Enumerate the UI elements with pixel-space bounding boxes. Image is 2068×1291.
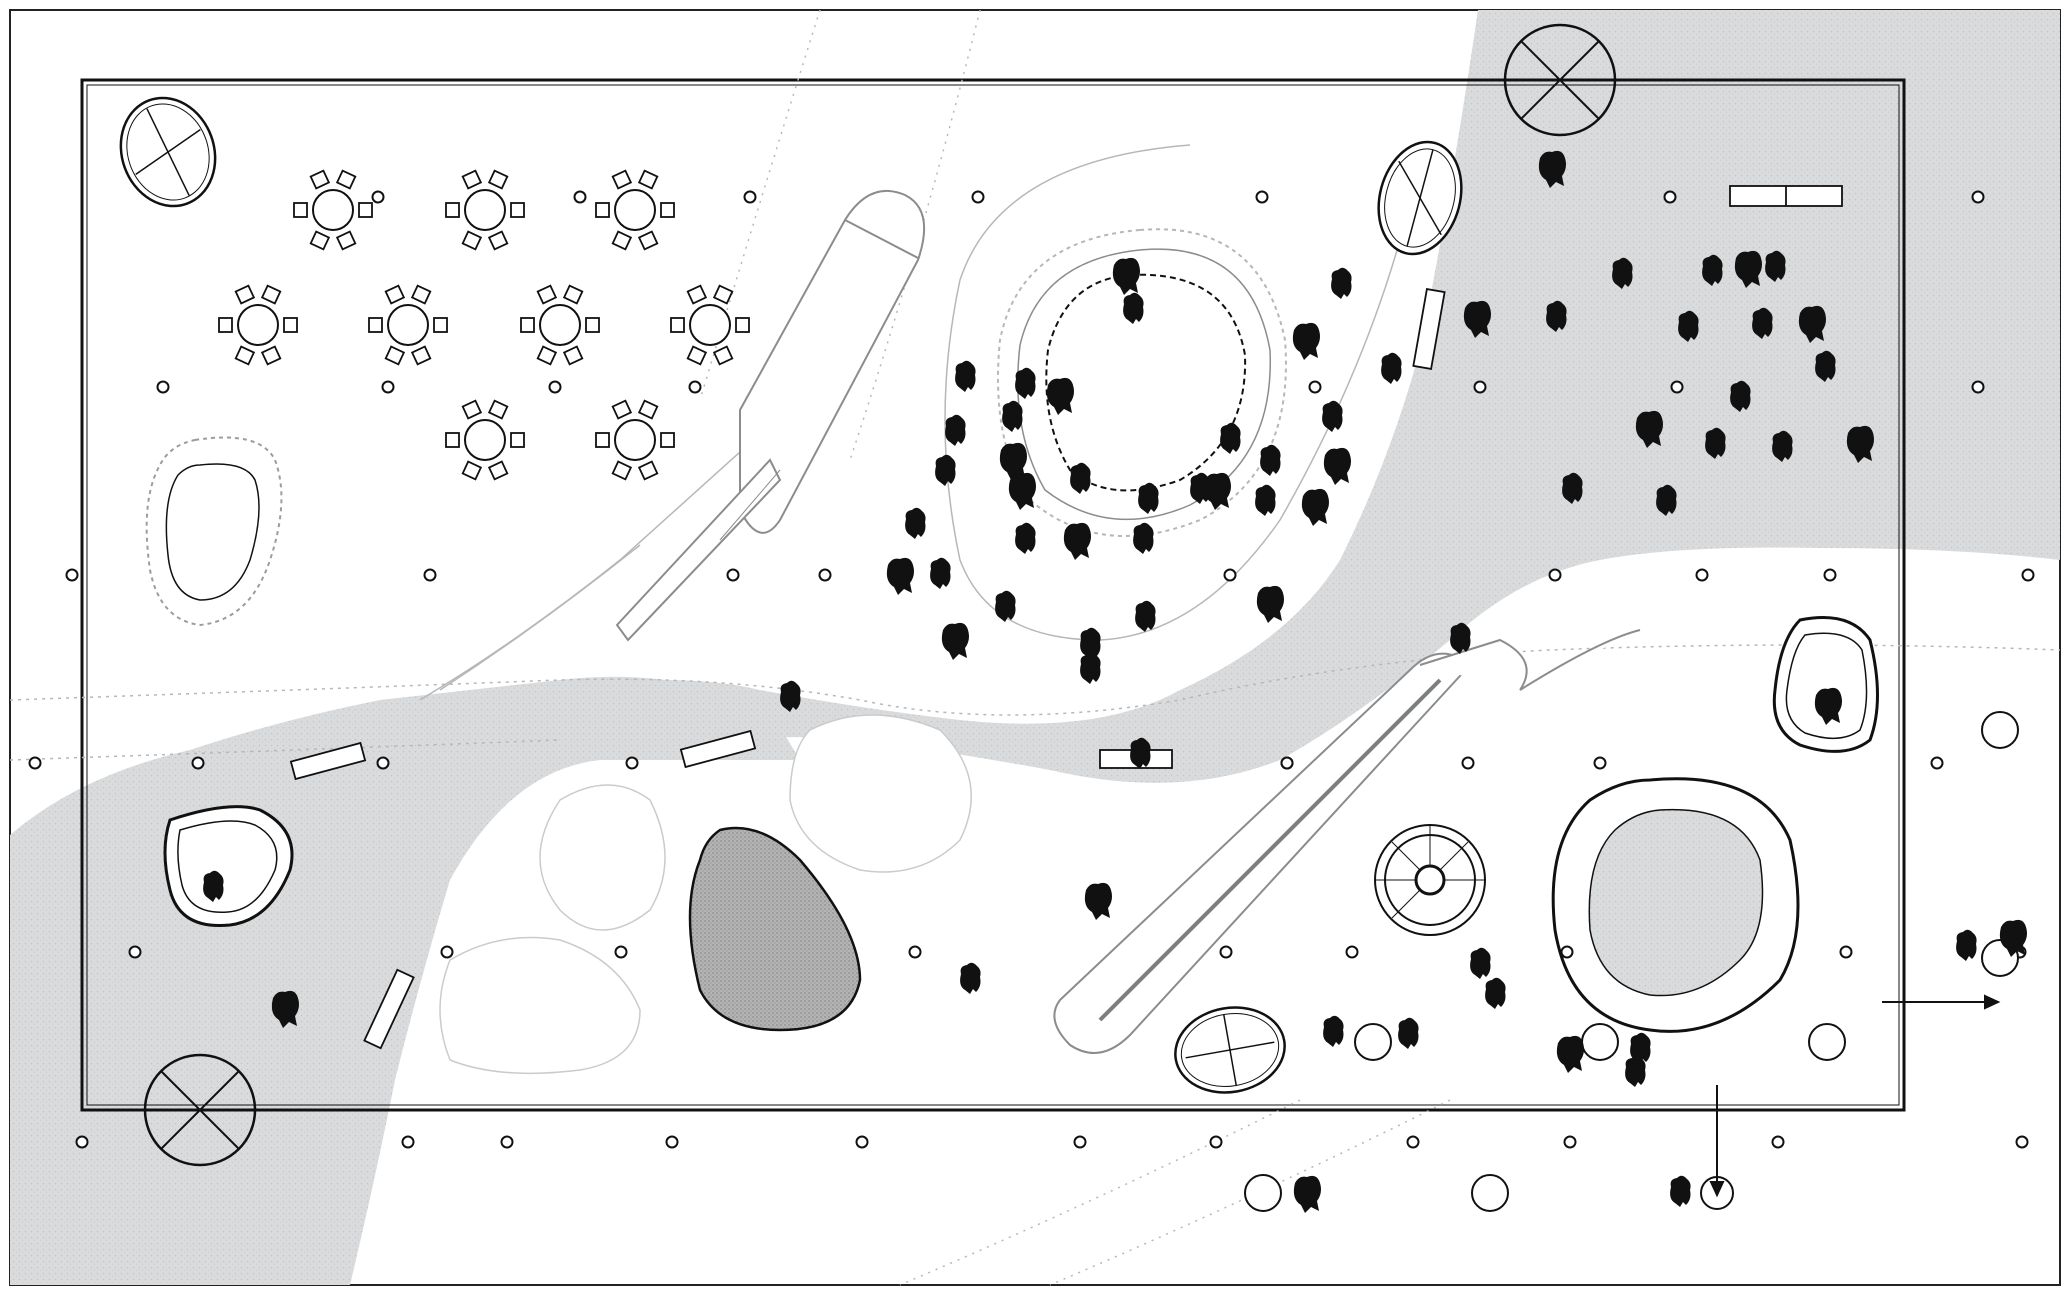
column-marker	[65, 568, 79, 582]
entrance-arrows	[1709, 994, 2001, 1198]
ramp-upper	[615, 190, 926, 642]
column-marker	[665, 1135, 679, 1149]
seating-pods	[145, 436, 1879, 928]
round-planter	[1808, 1023, 1846, 1061]
column-marker	[688, 380, 702, 394]
round-planter	[1354, 1023, 1392, 1061]
column-marker	[908, 945, 922, 959]
column-marker	[371, 190, 385, 204]
column-marker	[1223, 568, 1237, 582]
column-marker	[128, 945, 142, 959]
sunken-pool	[1551, 777, 1800, 1033]
column-marker	[1695, 568, 1709, 582]
blob-left	[539, 784, 666, 931]
column-marker	[1823, 568, 1837, 582]
column-marker	[2021, 568, 2035, 582]
hatch-zone-upper-right	[660, 10, 2060, 783]
column-marker	[1473, 380, 1487, 394]
column-marker	[1563, 1135, 1577, 1149]
round-planter	[1981, 711, 2019, 749]
soft-blobs	[439, 714, 972, 1075]
tree-canopy-outline	[1504, 24, 1616, 136]
column-marker	[855, 1135, 869, 1149]
central-seating-ring	[997, 228, 1287, 537]
column-marker	[1663, 190, 1677, 204]
column-marker	[28, 756, 42, 770]
column-marker	[1670, 380, 1684, 394]
pod-right-inner	[1785, 632, 1868, 739]
column-marker	[1560, 945, 1574, 959]
column-marker	[423, 568, 437, 582]
column-marker	[1073, 1135, 1087, 1149]
column-marker	[726, 568, 740, 582]
column-marker	[1406, 1135, 1420, 1149]
column-marker	[743, 190, 757, 204]
building-outline	[80, 78, 1906, 1112]
column-marker	[548, 380, 562, 394]
pod-left-inner	[177, 820, 278, 913]
round-planter	[1471, 1174, 1509, 1212]
column-marker	[381, 380, 395, 394]
round-planter	[1581, 1023, 1619, 1061]
blob-low	[439, 936, 641, 1075]
column-marker	[1839, 945, 1853, 959]
column-marker	[1209, 1135, 1223, 1149]
column-marker	[818, 568, 832, 582]
column-marker	[971, 190, 985, 204]
column-marker	[376, 756, 390, 770]
column-marker	[1308, 380, 1322, 394]
column-marker	[191, 756, 205, 770]
column-marker	[1280, 756, 1294, 770]
oval-planters	[119, 96, 1463, 1094]
round-planter	[1244, 1174, 1282, 1212]
blob-mid	[789, 714, 972, 873]
ramp-lower	[1053, 629, 1641, 1054]
column-marker	[2015, 1135, 2029, 1149]
column-marker	[1971, 380, 1985, 394]
spiral-stair	[1374, 824, 1486, 936]
column-marker	[573, 190, 587, 204]
bench-bars	[289, 185, 1843, 1050]
column-marker	[500, 1135, 514, 1149]
tree-canopies	[143, 23, 1617, 1167]
column-marker	[1593, 756, 1607, 770]
column-marker	[1771, 1135, 1785, 1149]
column-marker	[1219, 945, 1233, 959]
column-marker	[1255, 190, 1269, 204]
column-marker	[440, 945, 454, 959]
column-marker	[1345, 945, 1359, 959]
pod-upper-left-inner	[165, 463, 260, 601]
column-marker	[1971, 190, 1985, 204]
column-marker	[75, 1135, 89, 1149]
column-marker	[156, 380, 170, 394]
tree-canopy-outline	[144, 1054, 256, 1166]
column-marker	[1548, 568, 1562, 582]
column-marker	[625, 756, 639, 770]
column-marker	[614, 945, 628, 959]
column-marker	[1461, 756, 1475, 770]
shaded-mound	[688, 826, 862, 1032]
column-marker	[401, 1135, 415, 1149]
column-marker	[1930, 756, 1944, 770]
